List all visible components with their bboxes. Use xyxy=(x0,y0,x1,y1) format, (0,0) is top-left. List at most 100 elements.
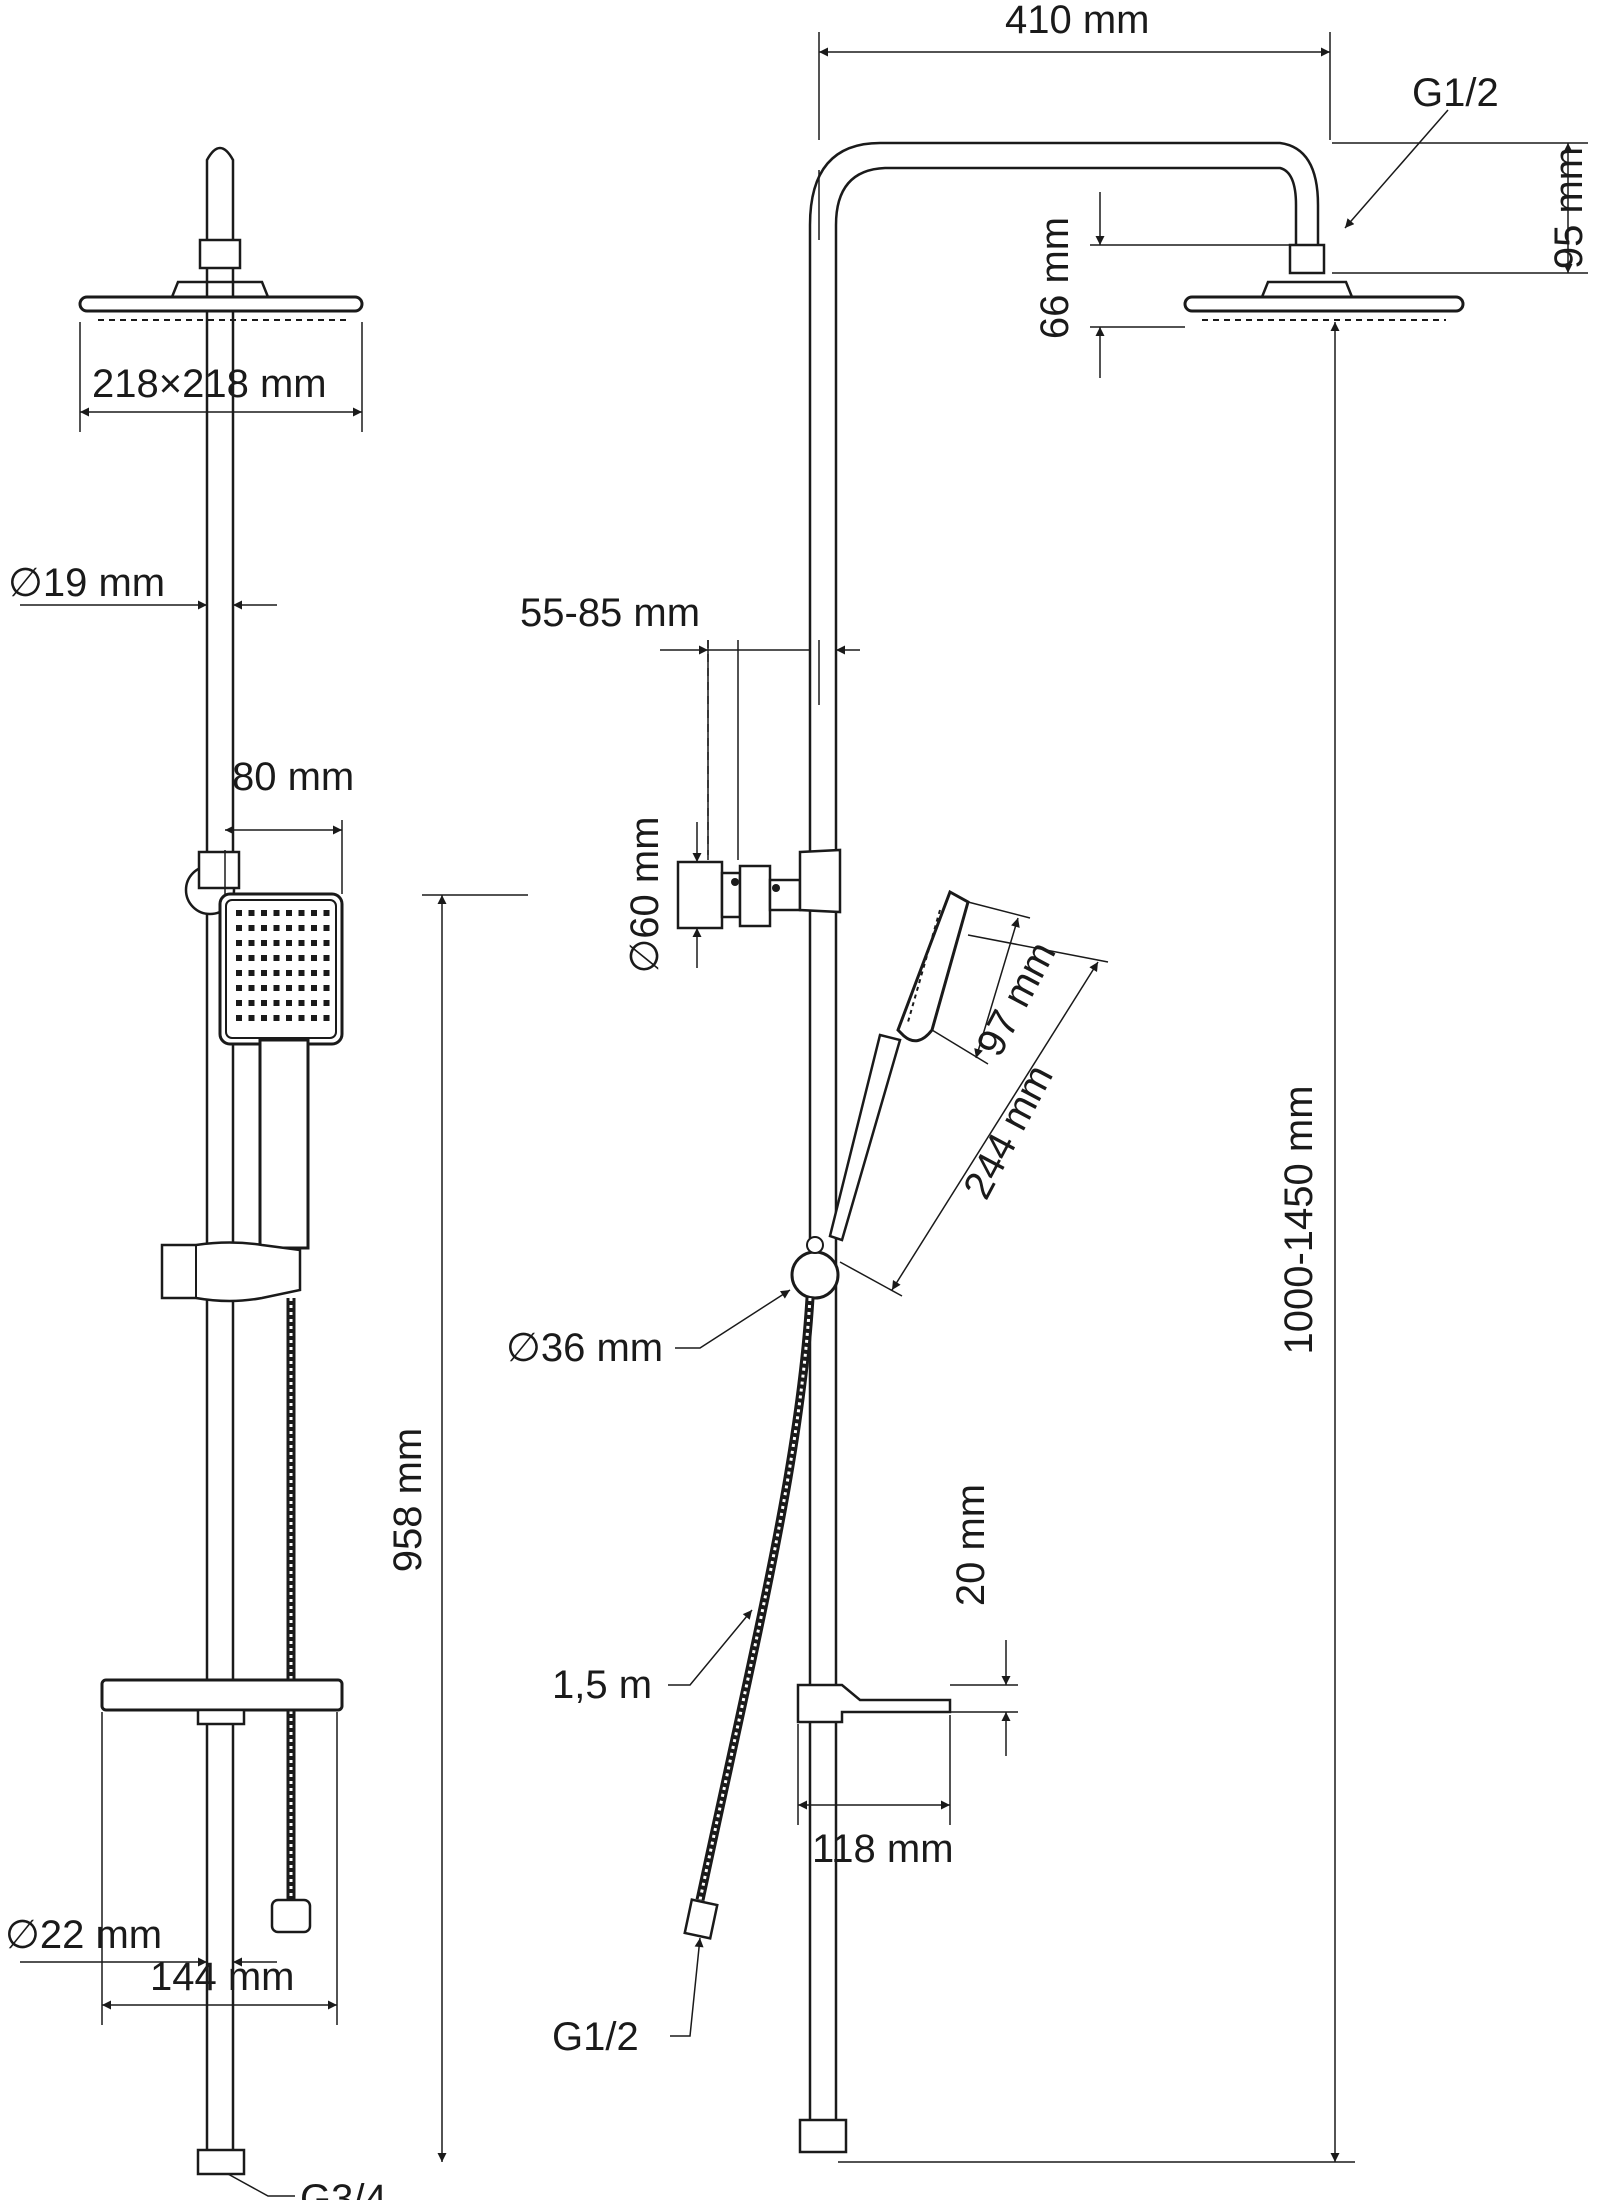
nozzle xyxy=(261,970,267,976)
dim-wall-distance: 55-85 mm xyxy=(520,591,860,860)
dim-hose-thread: G1/2 xyxy=(552,1937,704,2059)
nozzle xyxy=(261,955,267,961)
nozzle xyxy=(311,940,317,946)
nozzle xyxy=(298,970,305,976)
nozzle xyxy=(248,970,255,976)
nozzle xyxy=(286,940,292,946)
nozzle xyxy=(323,970,330,976)
nozzle xyxy=(311,1000,317,1006)
nozzle xyxy=(323,1000,330,1006)
diverter-diameter-label: ∅36 mm xyxy=(506,1326,663,1370)
overhead-shower-side xyxy=(1183,243,1465,321)
shelf-depth-label: 118 mm xyxy=(812,1827,954,1871)
nozzle xyxy=(248,1000,255,1006)
hose-side xyxy=(683,1297,815,1940)
nozzle xyxy=(298,955,305,961)
dim-shelf-thickness: 20 mm xyxy=(949,1484,1018,1756)
nozzle xyxy=(273,955,280,961)
dim-diverter-diameter: ∅36 mm xyxy=(506,1289,791,1370)
hand-shower-front xyxy=(218,892,344,1250)
nozzle xyxy=(286,1015,292,1021)
nozzle xyxy=(311,955,317,961)
hose-length-label: 1,5 m xyxy=(552,1663,652,1707)
nozzle xyxy=(248,925,255,931)
head-size-label: 218×218 mm xyxy=(92,362,327,406)
nozzle xyxy=(261,910,267,916)
dim-rail-diameter: ∅19 mm xyxy=(8,561,277,610)
nozzle xyxy=(323,955,330,961)
nozzle xyxy=(273,925,280,931)
rail-diameter-label: ∅19 mm xyxy=(8,561,165,605)
shelf-thickness-label: 20 mm xyxy=(949,1484,993,1606)
dim-total-height: 1000-1450 mm xyxy=(838,322,1355,2163)
nozzle xyxy=(286,985,292,991)
nozzle xyxy=(323,985,330,991)
nozzle xyxy=(273,910,280,916)
dim-bracket-height: 958 mm xyxy=(386,894,528,2162)
shelf-width-label: 144 mm xyxy=(150,1955,295,1999)
nozzle xyxy=(311,970,317,976)
head-height-label: 66 mm xyxy=(1033,217,1077,339)
wall-bracket-side xyxy=(676,640,842,930)
side-view: 410 mm G1/2 95 mm 66 mm 55-85 mm xyxy=(506,0,1591,2163)
overhead-shower-front xyxy=(78,146,364,321)
nozzle xyxy=(323,1015,330,1021)
dim-wall-plate-diameter: ∅60 mm xyxy=(623,816,720,974)
nozzle xyxy=(236,910,242,916)
nozzle xyxy=(286,970,292,976)
nozzle xyxy=(311,910,317,916)
nozzle xyxy=(311,925,317,931)
dim-inlet-thread: G3/4 xyxy=(227,2173,387,2200)
hose-front xyxy=(270,1298,312,1934)
dim-lower-pipe-diameter: ∅22 mm xyxy=(5,1913,277,1967)
dim-arm-drop: 95 mm xyxy=(1332,142,1591,274)
nozzle xyxy=(261,1000,267,1006)
nozzle xyxy=(298,1015,305,1021)
nozzle xyxy=(311,985,317,991)
head-thread-label: G1/2 xyxy=(1412,71,1499,115)
dim-head-height: 66 mm xyxy=(1033,192,1290,378)
nozzle xyxy=(286,1000,292,1006)
nozzle xyxy=(261,1015,267,1021)
nozzle xyxy=(261,925,267,931)
hand-shower-side xyxy=(790,889,970,1300)
arm-reach-label: 410 mm xyxy=(1005,0,1150,42)
nozzle xyxy=(298,940,305,946)
rail-front xyxy=(196,311,246,2176)
nozzle xyxy=(311,1015,317,1021)
handshower-length-label: 244 mm xyxy=(955,1058,1062,1206)
slider-front xyxy=(160,1241,302,1303)
nozzle xyxy=(323,910,330,916)
nozzle xyxy=(298,1000,305,1006)
nozzle xyxy=(248,940,255,946)
nozzle xyxy=(248,1015,255,1021)
hose-thread-label: G1/2 xyxy=(552,2015,639,2059)
dim-hose-length: 1,5 m xyxy=(552,1609,753,1707)
nozzle xyxy=(273,970,280,976)
nozzle xyxy=(236,970,242,976)
nozzle xyxy=(236,1000,242,1006)
wall-distance-label: 55-85 mm xyxy=(520,591,700,635)
nozzle xyxy=(248,955,255,961)
nozzle xyxy=(236,955,242,961)
dim-handshower-length: 244 mm xyxy=(839,934,1109,1297)
nozzle xyxy=(273,940,280,946)
nozzle xyxy=(273,1000,280,1006)
wall-plate-diameter-label: ∅60 mm xyxy=(623,816,667,973)
handshower-head-length-label: 97 mm xyxy=(968,935,1064,1064)
nozzle xyxy=(248,985,255,991)
dim-arm-reach: 410 mm xyxy=(818,0,1331,140)
nozzle xyxy=(286,955,292,961)
inlet-thread-label: G3/4 xyxy=(300,2177,387,2200)
nozzle xyxy=(248,910,255,916)
lower-pipe-diameter-label: ∅22 mm xyxy=(5,1913,162,1957)
dim-shelf-width: 144 mm xyxy=(101,1712,338,2025)
nozzle xyxy=(298,910,305,916)
total-height-label: 1000-1450 mm xyxy=(1277,1085,1321,1354)
arm-drop-label: 95 mm xyxy=(1547,147,1591,269)
dim-head-size: 218×218 mm xyxy=(79,322,363,432)
nozzle xyxy=(236,1015,242,1021)
nozzle xyxy=(236,940,242,946)
nozzle xyxy=(261,940,267,946)
nozzle-grid xyxy=(236,910,330,1021)
